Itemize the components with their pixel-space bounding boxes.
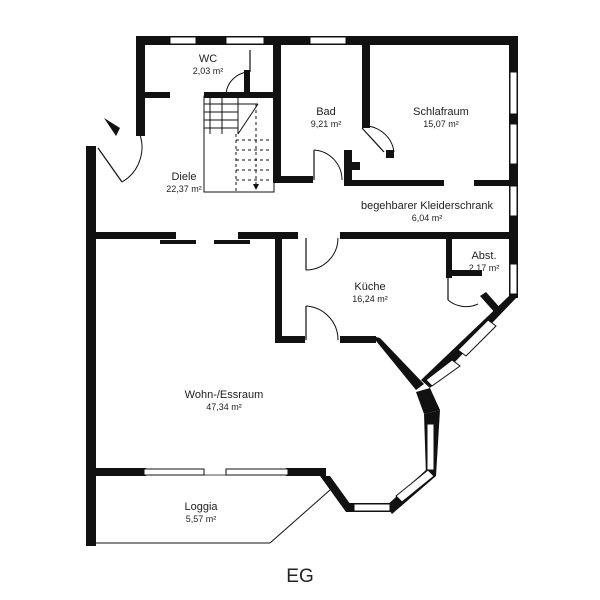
doors (97, 50, 479, 341)
room-area-kleiderschrank: 6,04 m² (412, 213, 443, 223)
room-name-wc: WC (199, 53, 217, 65)
room-area-schlafraum: 15,07 m² (423, 119, 459, 129)
room-name-kueche: Küche (354, 281, 385, 293)
staircase (203, 95, 275, 193)
room-area-abst: 2,17 m² (469, 263, 500, 273)
room-area-bad: 9,21 m² (311, 119, 342, 129)
room-name-diele: Diele (171, 171, 196, 183)
floor-label: EG (286, 566, 313, 587)
room-name-abst: Abst. (471, 250, 496, 262)
room-labels: WC 2,03 m² Bad 9,21 m² Schlafraum 15,07 … (166, 53, 499, 524)
windows (143, 36, 518, 512)
room-area-diele: 22,37 m² (166, 184, 202, 194)
room-name-loggia: Loggia (184, 501, 218, 513)
interior-walls (86, 36, 518, 390)
room-area-wc: 2,03 m² (193, 66, 224, 76)
room-name-wohn: Wohn-/Essraum (185, 389, 264, 401)
room-area-wohn: 47,34 m² (206, 402, 242, 412)
room-name-bad: Bad (316, 106, 336, 118)
room-name-kleiderschrank: begehbarer Kleiderschrank (361, 200, 494, 212)
room-name-schlafraum: Schlafraum (413, 106, 469, 118)
room-area-kueche: 16,24 m² (352, 294, 388, 304)
room-area-loggia: 5,57 m² (186, 514, 217, 524)
